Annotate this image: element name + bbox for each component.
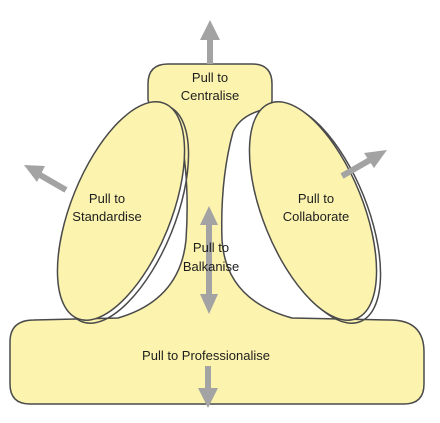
balkanise-double-arrow <box>200 206 218 314</box>
standardise-arrow <box>24 165 68 193</box>
label-balkanise-line2: Balkanise <box>183 259 239 274</box>
arrows <box>24 20 387 408</box>
collaborate-arrow <box>340 150 387 179</box>
label-standardise-line1: Pull to <box>89 191 125 206</box>
label-collaborate-line2: Collaborate <box>283 209 350 224</box>
centralise-up-arrow <box>200 20 220 64</box>
label-centralise-line2: Centralise <box>181 88 240 103</box>
label-standardise-line2: Standardise <box>72 209 141 224</box>
label-professionalise: Pull to Professionalise <box>142 348 270 363</box>
collaborate-ellipse <box>248 101 378 321</box>
label-centralise-line1: Pull to <box>192 70 228 85</box>
professionalise-down-arrow <box>198 366 218 408</box>
standardise-ellipse <box>56 101 186 321</box>
label-collaborate-line1: Pull to <box>298 191 334 206</box>
label-balkanise-line1: Pull to <box>193 240 229 255</box>
